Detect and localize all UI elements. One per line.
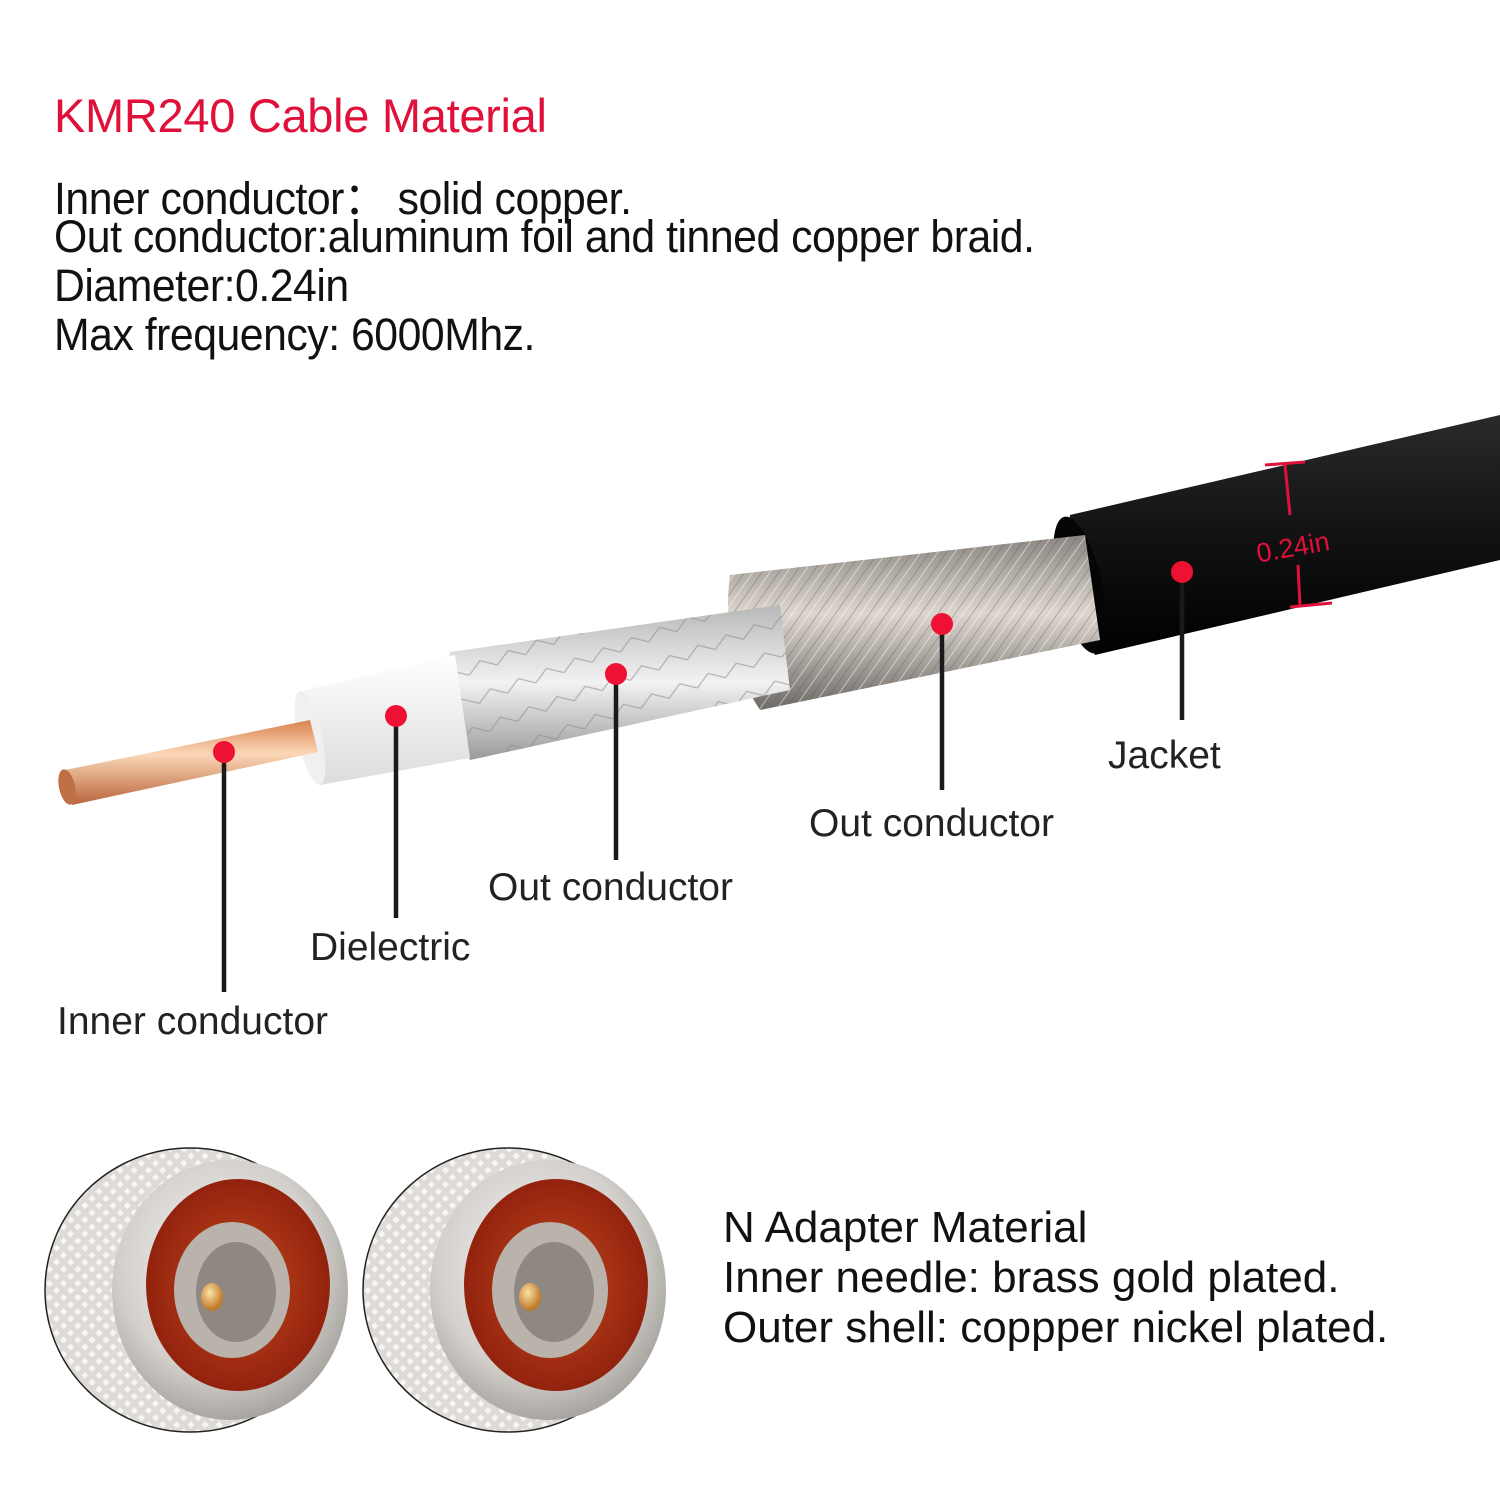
marker-inner-conductor (213, 741, 235, 763)
spec-diameter: Diameter:0.24in (54, 260, 349, 311)
callout-label-braid-out-conductor: Out conductor (809, 802, 1054, 845)
spec-max-frequency: Max frequency: 6000Mhz. (54, 309, 535, 360)
callout-label-foil-out-conductor: Out conductor (488, 866, 733, 909)
copper-core-segment (58, 720, 318, 805)
marker-braid (931, 613, 953, 635)
marker-foil (605, 663, 627, 685)
callout-label-jacket: Jacket (1108, 734, 1221, 777)
spec-out-conductor: Out conductor:aluminum foil and tinned c… (54, 211, 1035, 262)
callout-label-inner-conductor: Inner conductor (57, 1000, 329, 1043)
adapter-spec-inner-needle: Inner needle: brass gold plated. (723, 1253, 1340, 1302)
cable-material-title: KMR240 Cable Material (54, 89, 547, 142)
callout-markers (213, 561, 1193, 763)
callout-label-dielectric: Dielectric (310, 926, 471, 969)
dielectric-segment (294, 655, 470, 786)
braid-segment (728, 535, 1100, 710)
spec-inner-conductor: Inner conductor： solid copper. (54, 173, 632, 224)
adapter-spec-outer-shell: Outer shell: coppper nickel plated. (723, 1303, 1389, 1352)
diameter-marker (1264, 460, 1333, 609)
adapter-material-title: N Adapter Material (723, 1203, 1088, 1252)
callout-leader-lines (221, 572, 1185, 992)
marker-jacket (1171, 561, 1193, 583)
n-connector-right (362, 1147, 666, 1433)
n-connector-left (44, 1147, 348, 1433)
marker-dielectric (385, 705, 407, 727)
